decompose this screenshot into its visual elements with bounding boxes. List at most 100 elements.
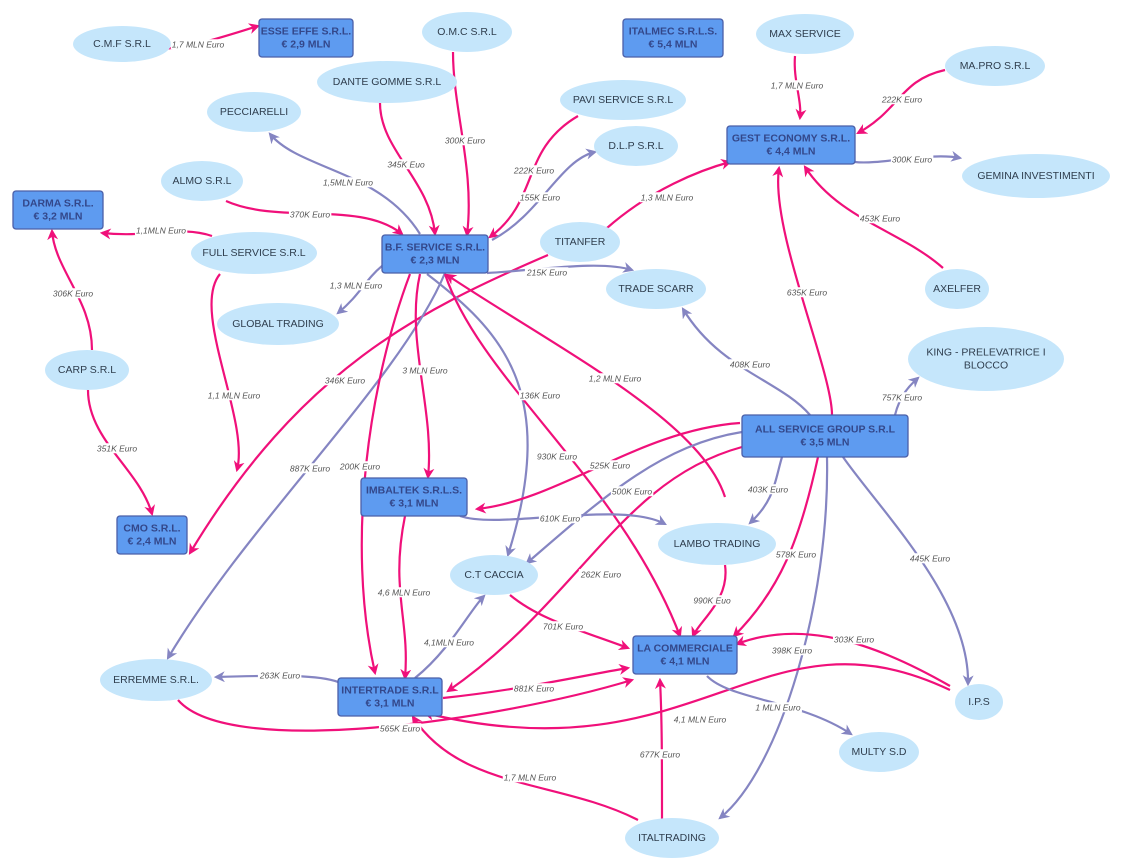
company-box[interactable] (258, 18, 354, 58)
node-tradescarr[interactable]: TRADE SCARR (606, 269, 706, 309)
edge-label: 990K Euo (692, 595, 732, 606)
node-titanfer[interactable]: TITANFER (540, 222, 620, 262)
company-ellipse[interactable] (45, 350, 129, 390)
company-ellipse[interactable] (962, 154, 1110, 198)
edge-label-text: 351K Euro (97, 443, 137, 453)
company-ellipse[interactable] (217, 303, 339, 345)
company-ellipse[interactable] (161, 161, 243, 201)
edge-label: 222K Euro (511, 165, 556, 176)
company-ellipse[interactable] (422, 12, 512, 52)
node-gemina[interactable]: GEMINA INVESTIMENTI (962, 154, 1110, 198)
edge-label-background (880, 392, 924, 403)
node-name: PECCIARELLI (220, 106, 288, 118)
edge-label: 263K Euro (257, 670, 302, 681)
node-maxservice[interactable]: MAX SERVICE (756, 14, 854, 54)
node-name: CMO S.R.L. (123, 522, 180, 534)
company-box[interactable] (381, 234, 489, 274)
company-ellipse[interactable] (945, 46, 1045, 86)
node-italmec[interactable]: ITALMEC S.R.L.S.€ 5,4 MLN (622, 18, 724, 58)
edge-label-text: 1,7 MLN Euro (504, 772, 557, 782)
node-name: GEST ECONOMY S.R.L. (732, 132, 850, 144)
node-name: LA COMMERCIALE (637, 642, 733, 654)
node-gest[interactable]: GEST ECONOMY S.R.L.€ 4,4 MLN (726, 125, 856, 165)
company-ellipse[interactable] (560, 80, 686, 120)
company-ellipse[interactable] (756, 14, 854, 54)
company-ellipse[interactable] (606, 269, 706, 309)
node-name: KING - PRELEVATRICE I (926, 346, 1045, 358)
node-lambo[interactable]: LAMBO TRADING (658, 523, 776, 565)
edge-label: 370K Euro (288, 209, 332, 220)
company-ellipse[interactable] (540, 222, 620, 262)
node-pavi[interactable]: PAVI SERVICE S.R.L (560, 80, 686, 120)
edge-allservice-to-gest (772, 165, 834, 416)
company-box[interactable] (726, 125, 856, 165)
company-box[interactable] (12, 190, 104, 230)
company-ellipse[interactable] (450, 555, 538, 595)
edge-label-text: 398K Euro (772, 645, 812, 655)
node-carp[interactable]: CARP S.R.L (45, 350, 129, 390)
node-ips[interactable]: I.P.S (955, 684, 1003, 720)
node-almo[interactable]: ALMO S.R.L (161, 161, 243, 201)
edges-layer (47, 23, 974, 821)
company-box[interactable] (360, 477, 468, 517)
company-ellipse[interactable] (317, 61, 457, 103)
node-dante[interactable]: DANTE GOMME S.R.L (317, 61, 457, 103)
company-ellipse[interactable] (839, 732, 919, 772)
company-ellipse[interactable] (658, 523, 776, 565)
node-fullservice[interactable]: FULL SERVICE S.R.L (191, 232, 317, 274)
node-name: B.F. SERVICE S.R.L. (385, 241, 485, 253)
node-ctcaccia[interactable]: C.T CACCIA (450, 555, 538, 595)
edge-label: 262K Euro (578, 569, 623, 580)
node-multy[interactable]: MULTY S.D (839, 732, 919, 772)
node-lacommerciale[interactable]: LA COMMERCIALE€ 4,1 MLN (632, 635, 738, 675)
company-box[interactable] (622, 18, 724, 58)
edge-label-text: 3 MLN Euro (402, 365, 448, 375)
node-name: PAVI SERVICE S.R.L (573, 94, 674, 106)
node-axelfer[interactable]: AXELFER (925, 269, 989, 309)
edge-intertrade-to-ctcaccia (414, 594, 486, 679)
company-ellipse[interactable] (594, 126, 678, 166)
edge-label-background (879, 94, 924, 105)
company-ellipse[interactable] (925, 269, 989, 309)
edge-label-background (288, 209, 332, 220)
company-ellipse[interactable] (908, 327, 1064, 391)
edge-label-background (206, 390, 262, 401)
node-cmf[interactable]: C.M.F S.R.L (73, 26, 171, 62)
node-allservice[interactable]: ALL SERVICE GROUP S.R.L€ 3,5 MLN (741, 414, 909, 458)
node-omc[interactable]: O.M.C S.R.L (422, 12, 512, 52)
company-ellipse[interactable] (191, 232, 317, 274)
edge-label-text: 222K Euro (881, 94, 922, 104)
node-erremme[interactable]: ERREMME S.R.L. (100, 659, 212, 701)
company-ellipse[interactable] (73, 26, 171, 62)
node-cmo[interactable]: CMO S.R.L.€ 2,4 MLN (116, 515, 188, 555)
node-mapro[interactable]: MA.PRO S.R.L (945, 46, 1045, 86)
node-name: MULTY S.D (851, 746, 906, 758)
node-pecciarelli[interactable]: PECCIARELLI (207, 92, 301, 132)
company-ellipse[interactable] (625, 818, 719, 858)
node-intertrade[interactable]: INTERTRADE S.R.L€ 3,1 MLN (337, 677, 443, 717)
company-ellipse[interactable] (955, 684, 1003, 720)
edge-allservice-to-italtrading (718, 456, 829, 820)
edge-label: 4,6 MLN Euro (376, 587, 432, 598)
node-global[interactable]: GLOBAL TRADING (217, 303, 339, 345)
company-box[interactable] (337, 677, 443, 717)
edge-label-background (422, 637, 476, 648)
node-italtrading[interactable]: ITALTRADING (625, 818, 719, 858)
company-ellipse[interactable] (207, 92, 301, 132)
node-dlp[interactable]: D.L.P S.R.L (594, 126, 678, 166)
edge-label: 887K Euro (288, 463, 332, 474)
company-box[interactable] (116, 515, 188, 555)
node-imbaltek[interactable]: IMBALTEK S.R.L.S.€ 3,1 MLN (360, 477, 468, 517)
company-box[interactable] (741, 414, 909, 458)
company-box[interactable] (632, 635, 738, 675)
edge-label-text: 1,1MLN Euro (136, 225, 186, 235)
edge-label: 1,7 MLN Euro (769, 80, 825, 91)
edge-label: 701K Euro (541, 621, 585, 632)
node-darma[interactable]: DARMA S.R.L.€ 3,2 MLN (12, 190, 104, 230)
company-ellipse[interactable] (100, 659, 212, 701)
node-amount: € 2,9 MLN (281, 38, 330, 50)
node-esse[interactable]: ESSE EFFE S.R.L.€ 2,9 MLN (258, 18, 354, 58)
node-bf[interactable]: B.F. SERVICE S.R.L.€ 2,3 MLN (381, 234, 489, 274)
edge-label: 453K Euro (858, 213, 902, 224)
